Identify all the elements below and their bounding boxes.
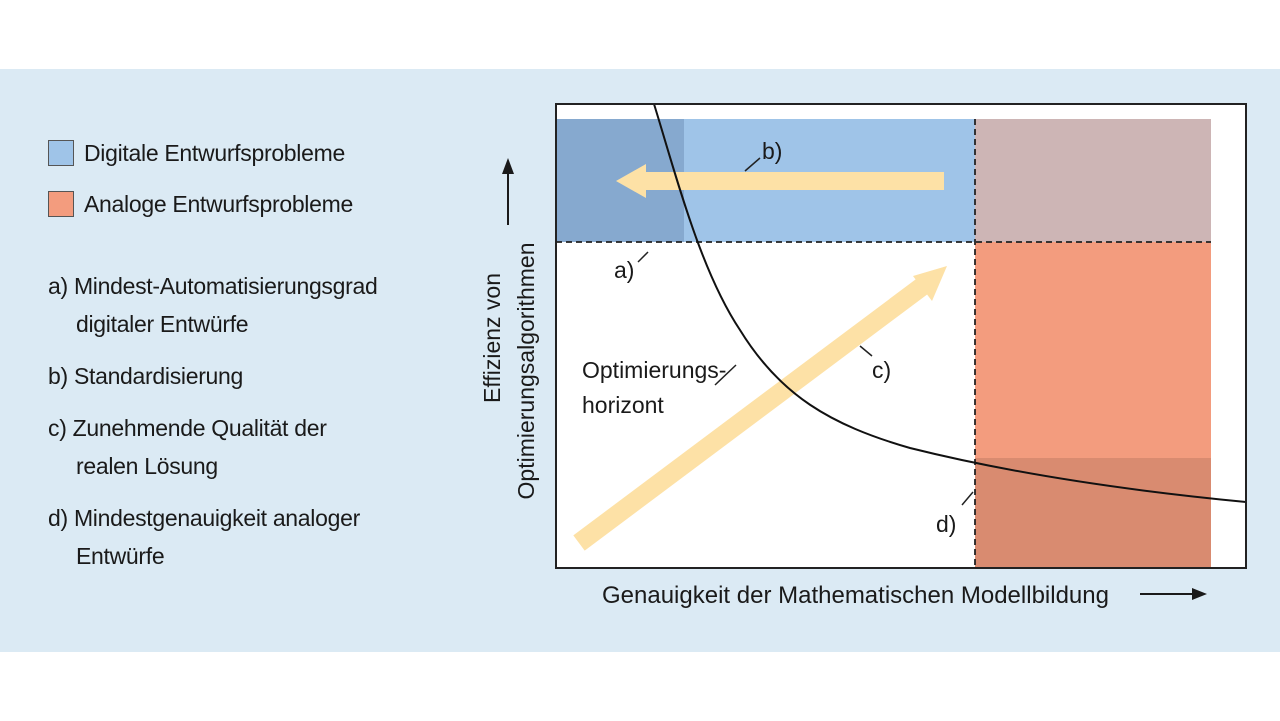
note-b: b) Standardisierung (48, 357, 243, 395)
legend-item-analog: Analoge Entwurfsprobleme (48, 189, 353, 219)
y-axis-label-line1: Effizienz von (479, 273, 505, 403)
marker-b: b) (762, 138, 782, 164)
mixed-region (975, 119, 1211, 242)
note-a-line2: digitaler Entwürfe (76, 311, 249, 337)
note-d: d) Mindestgenauigkeit analoger Entwürfe (48, 499, 360, 575)
note-d-line2: Entwürfe (76, 543, 165, 569)
note-b-line1: b) Standardisierung (48, 363, 244, 389)
note-c: c) Zunehmende Qualität der realen Lösung (48, 409, 327, 485)
leader-line-b (744, 157, 761, 172)
curve-label-line1: Optimierungs- (582, 357, 726, 383)
marker-d: d) (936, 511, 956, 537)
x-axis-label: Genauigkeit der Mathematischen Modellbil… (602, 582, 1109, 609)
curve-label-line2: horizont (582, 392, 664, 418)
marker-a: a) (614, 257, 634, 283)
y-axis-label-line2: Optimierungsalgorithmen (513, 243, 539, 500)
plot-frame (555, 103, 1247, 569)
leader-line-d (961, 491, 974, 506)
leader-line-c (859, 345, 873, 357)
note-a: a) Mindest-Automatisierungsgrad digitale… (48, 267, 378, 343)
y-axis-arrow (502, 158, 514, 225)
standardization-arrow (616, 164, 944, 198)
leader-line-a (637, 251, 649, 263)
analog-region (975, 242, 1211, 458)
note-a-line1: a) Mindest-Automatisierungsgrad (48, 273, 378, 299)
marker-c: c) (872, 357, 891, 383)
note-c-line1: c) Zunehmende Qualität der (48, 415, 327, 441)
legend-swatch-digital (48, 140, 74, 166)
x-axis-arrow (1140, 588, 1207, 600)
legend-item-digital: Digitale Entwurfsprobleme (48, 138, 345, 168)
quality-arrow (573, 266, 947, 551)
note-c-line2: realen Lösung (76, 453, 218, 479)
legend-label-digital: Digitale Entwurfsprobleme (84, 139, 345, 166)
note-d-line1: d) Mindestgenauigkeit analoger (48, 505, 360, 531)
legend-swatch-analog (48, 191, 74, 217)
leader-line-horizon (714, 364, 737, 386)
optimization-horizon-curve (653, 104, 1246, 503)
analog-overlap-region (975, 458, 1211, 568)
legend-label-analog: Analoge Entwurfsprobleme (84, 190, 353, 217)
